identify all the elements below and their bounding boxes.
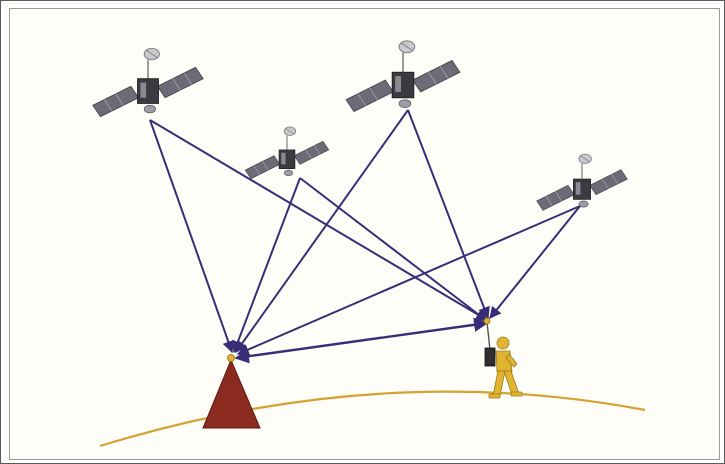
surveyor-icon [483,317,523,399]
signal-line [232,177,301,354]
satellite-icon [244,126,330,180]
signal-line [235,109,409,353]
base-surveyor-link [234,317,489,364]
figure-canvas [9,8,720,460]
satellite-icon [536,153,628,211]
signal-line [149,119,235,354]
signal-lines [149,109,581,364]
satellite-icon [92,47,204,118]
signal-line [149,119,489,321]
signal-line [236,205,581,356]
satellite-icon [345,40,461,113]
ground-arc [99,390,646,448]
signal-line [407,109,490,320]
signal-line [299,177,488,322]
signal-line [489,205,581,319]
base-station-icon [202,354,261,429]
